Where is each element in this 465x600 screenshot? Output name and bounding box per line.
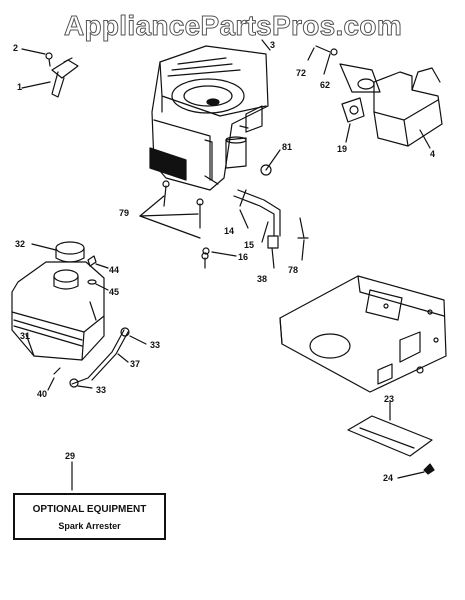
throttle-control-part bbox=[21, 48, 79, 98]
nut-81-part bbox=[260, 149, 281, 176]
callout-4: 4 bbox=[430, 149, 435, 159]
engine-part bbox=[149, 39, 271, 191]
callout-33-upper: 33 bbox=[150, 340, 160, 350]
callout-81: 81 bbox=[282, 142, 292, 152]
spark-arrester-label: Spark Arrester bbox=[58, 521, 121, 531]
callout-2: 2 bbox=[13, 43, 18, 53]
callout-32: 32 bbox=[15, 239, 25, 249]
callout-44: 44 bbox=[109, 265, 119, 275]
callout-16: 16 bbox=[238, 252, 248, 262]
callout-62: 62 bbox=[320, 80, 330, 90]
callout-14: 14 bbox=[224, 226, 234, 236]
mounting-plate-part bbox=[279, 275, 447, 393]
fuel-tank-part bbox=[11, 261, 105, 361]
callout-33-lower: 33 bbox=[96, 385, 106, 395]
callout-24: 24 bbox=[383, 473, 393, 483]
optional-equipment-box: OPTIONAL EQUIPMENT Spark Arrester bbox=[13, 493, 166, 540]
callout-23: 23 bbox=[384, 394, 394, 404]
heat-shield-part bbox=[347, 401, 435, 479]
callout-37: 37 bbox=[130, 359, 140, 369]
callout-1: 1 bbox=[17, 82, 22, 92]
callout-19: 19 bbox=[337, 144, 347, 154]
callout-15: 15 bbox=[244, 240, 254, 250]
nut-bolt-38-78-part bbox=[267, 217, 309, 269]
callout-29: 29 bbox=[65, 451, 75, 461]
mounting-bolts-part bbox=[139, 180, 209, 269]
callout-79: 79 bbox=[119, 208, 129, 218]
fuel-hose-part bbox=[47, 327, 147, 391]
callout-72: 72 bbox=[296, 68, 306, 78]
callout-3: 3 bbox=[270, 40, 275, 50]
muffler-part bbox=[307, 45, 443, 149]
callout-31: 31 bbox=[20, 331, 30, 341]
site-watermark: AppliancePartsPros.com bbox=[63, 10, 403, 42]
callout-45: 45 bbox=[109, 287, 119, 297]
fuel-line-part bbox=[202, 189, 281, 257]
callout-38: 38 bbox=[257, 274, 267, 284]
callout-40: 40 bbox=[37, 389, 47, 399]
screw-washer-part bbox=[87, 255, 109, 291]
optional-equipment-title: OPTIONAL EQUIPMENT bbox=[32, 504, 147, 515]
callout-78: 78 bbox=[288, 265, 298, 275]
